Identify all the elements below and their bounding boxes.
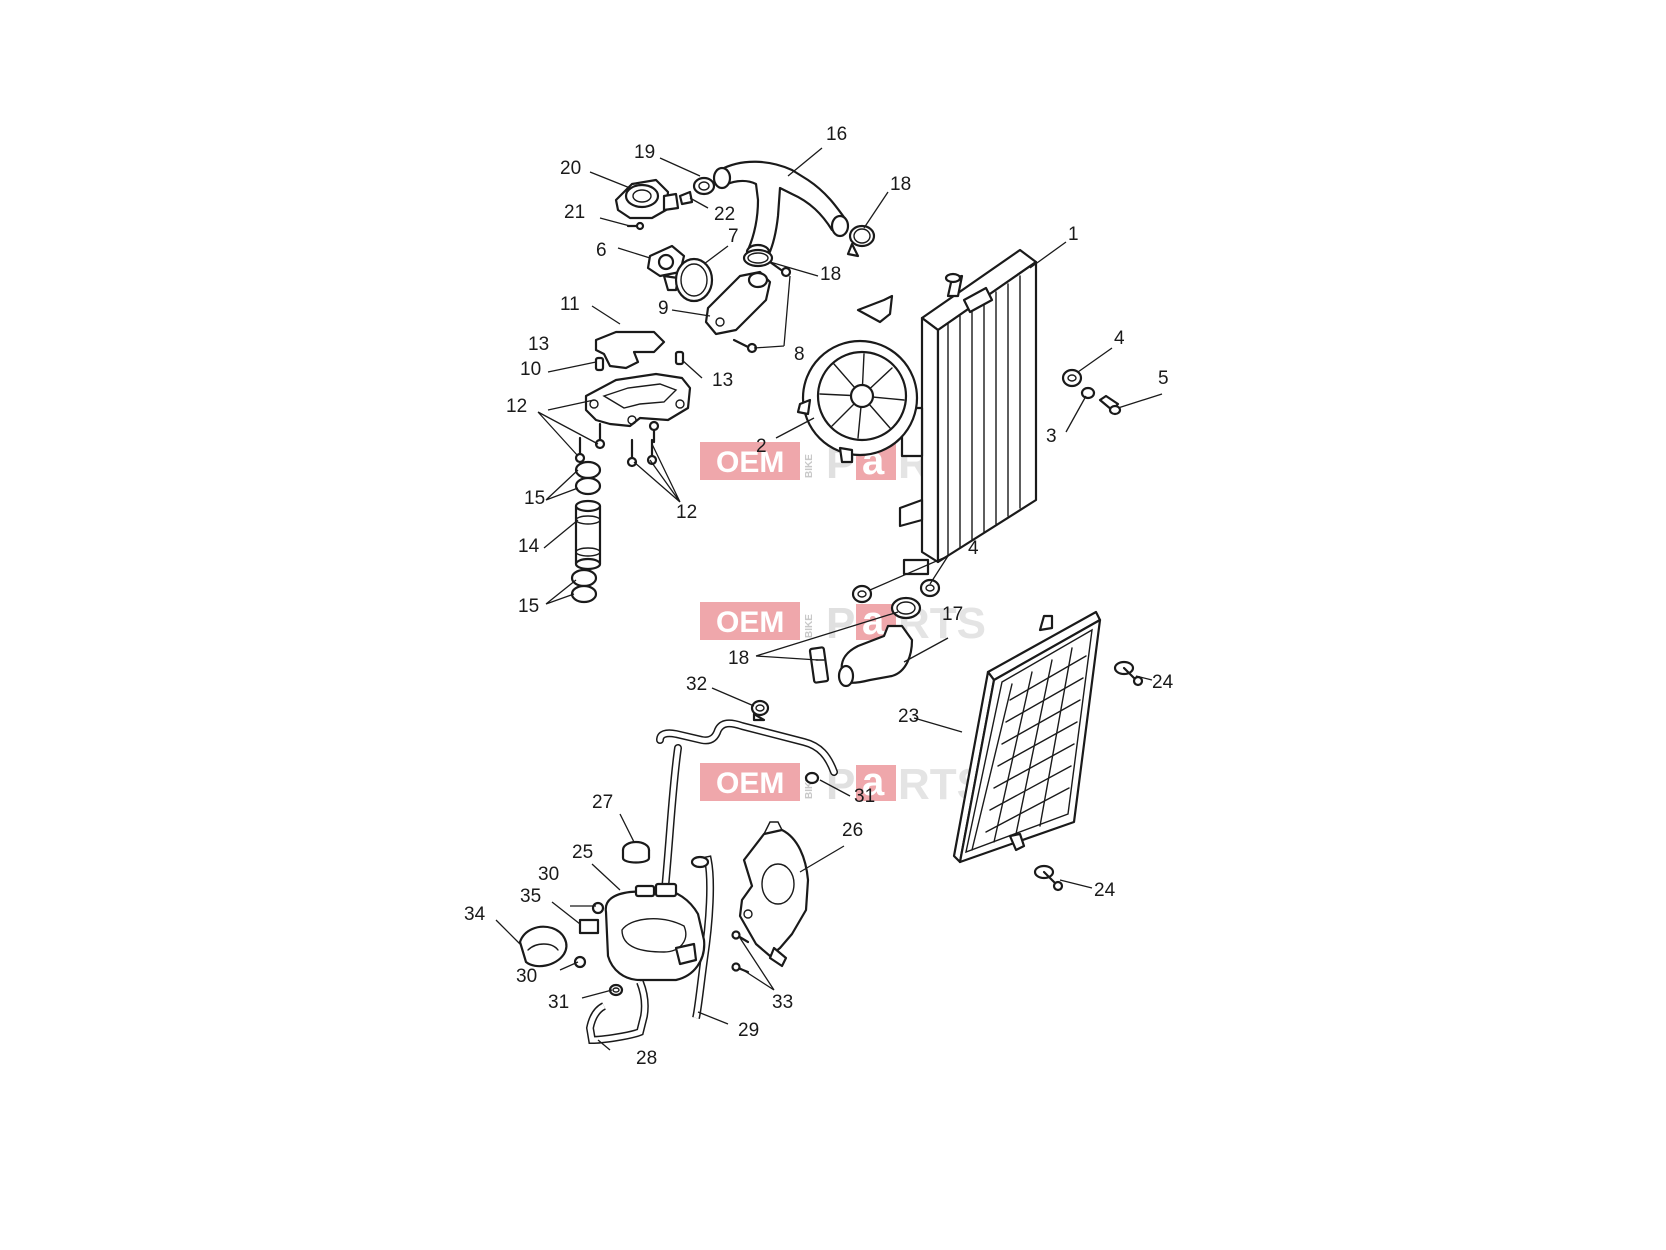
callout-28: 28 bbox=[636, 1048, 657, 1069]
callout-13-left: 13 bbox=[528, 334, 549, 355]
lower-hose-clip-part bbox=[890, 596, 922, 620]
guard-bolt-upper-part bbox=[1113, 660, 1144, 687]
callout-24-lower: 24 bbox=[1094, 880, 1116, 901]
screw-21-part bbox=[626, 221, 645, 231]
svg-text:BIKE: BIKE bbox=[804, 775, 815, 799]
callout-7: 7 bbox=[728, 226, 739, 247]
callout-30-lower: 30 bbox=[516, 966, 537, 987]
callout-1: 1 bbox=[1068, 224, 1079, 245]
thermostat-housing-part bbox=[704, 270, 772, 336]
callout-18-lower: 18 bbox=[728, 648, 749, 669]
callout-24-upper: 24 bbox=[1152, 672, 1174, 693]
callout-12-left: 12 bbox=[506, 396, 527, 417]
callout-5: 5 bbox=[1158, 368, 1169, 389]
callout-26: 26 bbox=[842, 820, 863, 841]
breather-hose-part bbox=[690, 855, 715, 1019]
callout-35: 35 bbox=[520, 886, 541, 907]
callout-15-lower: 15 bbox=[518, 596, 539, 617]
lower-hose-small-clip-part bbox=[808, 646, 830, 684]
cooling-fan-part bbox=[796, 294, 919, 464]
callout-32: 32 bbox=[686, 674, 707, 695]
callout-10: 10 bbox=[520, 359, 541, 380]
callout-3: 3 bbox=[1046, 426, 1057, 447]
callout-14: 14 bbox=[518, 536, 540, 557]
reservoir-cover-part bbox=[518, 925, 568, 968]
coolant-reservoir-part bbox=[604, 882, 706, 982]
nut-30-upper-part bbox=[591, 901, 605, 915]
reservoir-hose-part bbox=[585, 980, 649, 1045]
svg-text:P: P bbox=[826, 599, 855, 648]
bracket-screws-part bbox=[731, 930, 750, 974]
nut-30-lower-part bbox=[573, 955, 587, 969]
radiator-guard-part bbox=[952, 610, 1102, 864]
callout-17: 17 bbox=[942, 604, 963, 625]
lower-hose-part bbox=[837, 624, 914, 688]
clip-32-part bbox=[750, 699, 770, 722]
leader-lines bbox=[495, 147, 1163, 1051]
callout-4-upper: 4 bbox=[1114, 328, 1125, 349]
callout-18-right: 18 bbox=[890, 174, 911, 195]
callout-19: 19 bbox=[634, 142, 655, 163]
callout-16: 16 bbox=[826, 124, 847, 145]
callout-12-right: 12 bbox=[676, 502, 697, 523]
watermark-middle: OEM BIKE P a RTS bbox=[700, 599, 986, 648]
pipe-o-rings-lower-part bbox=[570, 568, 598, 604]
label-35-part bbox=[578, 918, 600, 935]
watermark-bottom: OEM BIKE P a RTS bbox=[700, 760, 986, 809]
hose-clip-mid-part bbox=[742, 248, 774, 268]
gasket-part bbox=[594, 330, 666, 370]
callout-27: 27 bbox=[592, 792, 613, 813]
grommet-collar-bolt-part bbox=[1061, 368, 1122, 416]
thermostat-part bbox=[646, 244, 686, 292]
o-ring-part bbox=[674, 257, 714, 303]
callout-30-upper: 30 bbox=[538, 864, 559, 885]
svg-text:OEM: OEM bbox=[716, 606, 784, 639]
callout-33: 33 bbox=[772, 992, 793, 1013]
callout-4-lower: 4 bbox=[968, 538, 979, 559]
hose-clip-31-upper-part bbox=[804, 771, 820, 785]
svg-text:OEM: OEM bbox=[716, 446, 784, 479]
callout-labels: 1 2 3 4 4 5 6 7 8 9 10 11 12 12 13 13 14… bbox=[464, 124, 1174, 1069]
svg-text:a: a bbox=[862, 760, 885, 804]
callout-8: 8 bbox=[794, 344, 805, 365]
pump-bolts-part bbox=[574, 420, 660, 468]
reservoir-bracket-part bbox=[738, 821, 810, 968]
radiator-part bbox=[898, 248, 1038, 576]
callout-20: 20 bbox=[560, 158, 581, 179]
filler-cap-housing-part bbox=[614, 178, 680, 220]
callout-9: 9 bbox=[658, 298, 669, 319]
callout-25: 25 bbox=[572, 842, 593, 863]
callout-6: 6 bbox=[596, 240, 607, 261]
callout-18-mid: 18 bbox=[820, 264, 841, 285]
lower-grommets-part bbox=[851, 578, 941, 604]
small-clip-part bbox=[678, 176, 716, 206]
pipe-o-rings-upper-part bbox=[574, 460, 602, 496]
callout-2: 2 bbox=[756, 436, 767, 457]
svg-text:OEM: OEM bbox=[716, 767, 784, 800]
guard-bolt-lower-part bbox=[1033, 864, 1064, 892]
callout-23: 23 bbox=[898, 706, 919, 727]
coolant-pipe-part bbox=[574, 499, 602, 571]
overflow-hose-part bbox=[656, 719, 838, 904]
callout-29: 29 bbox=[738, 1020, 759, 1041]
svg-text:BIKE: BIKE bbox=[804, 454, 815, 478]
callout-31-lower: 31 bbox=[548, 992, 569, 1013]
callout-34: 34 bbox=[464, 904, 486, 925]
pump-cover-part bbox=[584, 372, 692, 428]
reservoir-cap-part bbox=[621, 840, 651, 864]
callout-11: 11 bbox=[560, 294, 580, 315]
callout-15-upper: 15 bbox=[524, 488, 545, 509]
callout-31-upper: 31 bbox=[854, 786, 875, 807]
callout-21: 21 bbox=[564, 202, 585, 223]
hose-clip-upper-right-part bbox=[846, 224, 876, 258]
svg-text:a: a bbox=[862, 599, 885, 643]
callout-22: 22 bbox=[714, 204, 735, 225]
housing-bolts-part bbox=[732, 260, 792, 354]
dowel-pins-part bbox=[594, 350, 685, 372]
svg-text:BIKE: BIKE bbox=[804, 614, 815, 638]
callout-13-right: 13 bbox=[712, 370, 733, 391]
